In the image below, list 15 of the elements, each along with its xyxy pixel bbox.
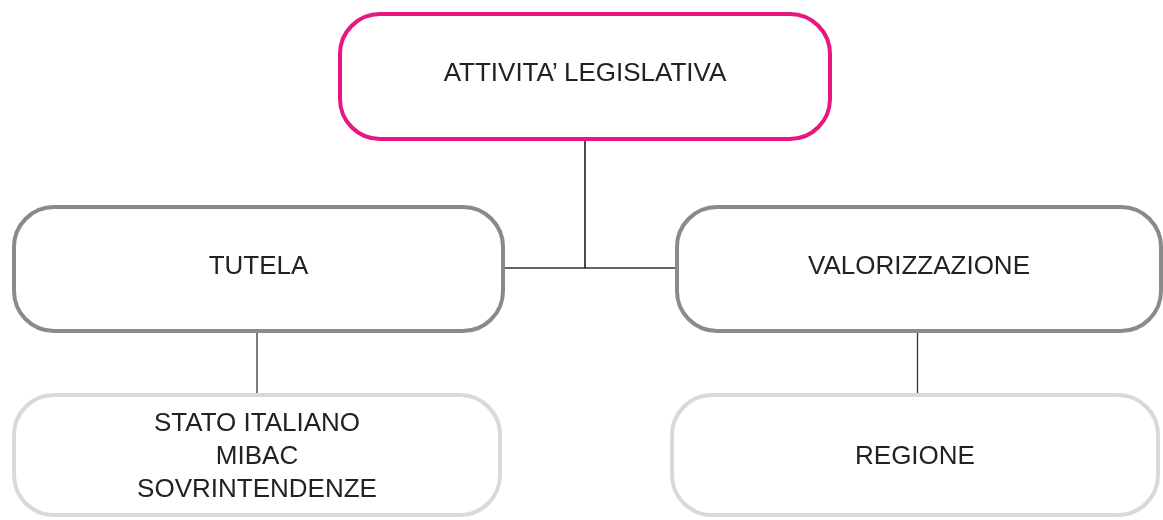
box-label: ATTIVITA’ LEGISLATIVA (443, 56, 727, 89)
connector-line (584, 140, 676, 269)
box-label: VALORIZZAZIONE (808, 248, 1030, 282)
rounded-box (12, 205, 505, 333)
box-label: MIBAC (215, 438, 299, 472)
rounded-box (670, 393, 1160, 517)
connector-line (256, 332, 258, 394)
box-label: STATO ITALIANO (153, 405, 361, 439)
rounded-box (675, 205, 1163, 333)
box-label: SOVRINTENDENZE (137, 471, 377, 505)
box-label: TUTELA (208, 248, 309, 282)
rounded-box (338, 12, 832, 141)
box-label: REGIONE (855, 438, 975, 472)
rounded-box (12, 393, 502, 517)
connector-line (916, 332, 919, 394)
